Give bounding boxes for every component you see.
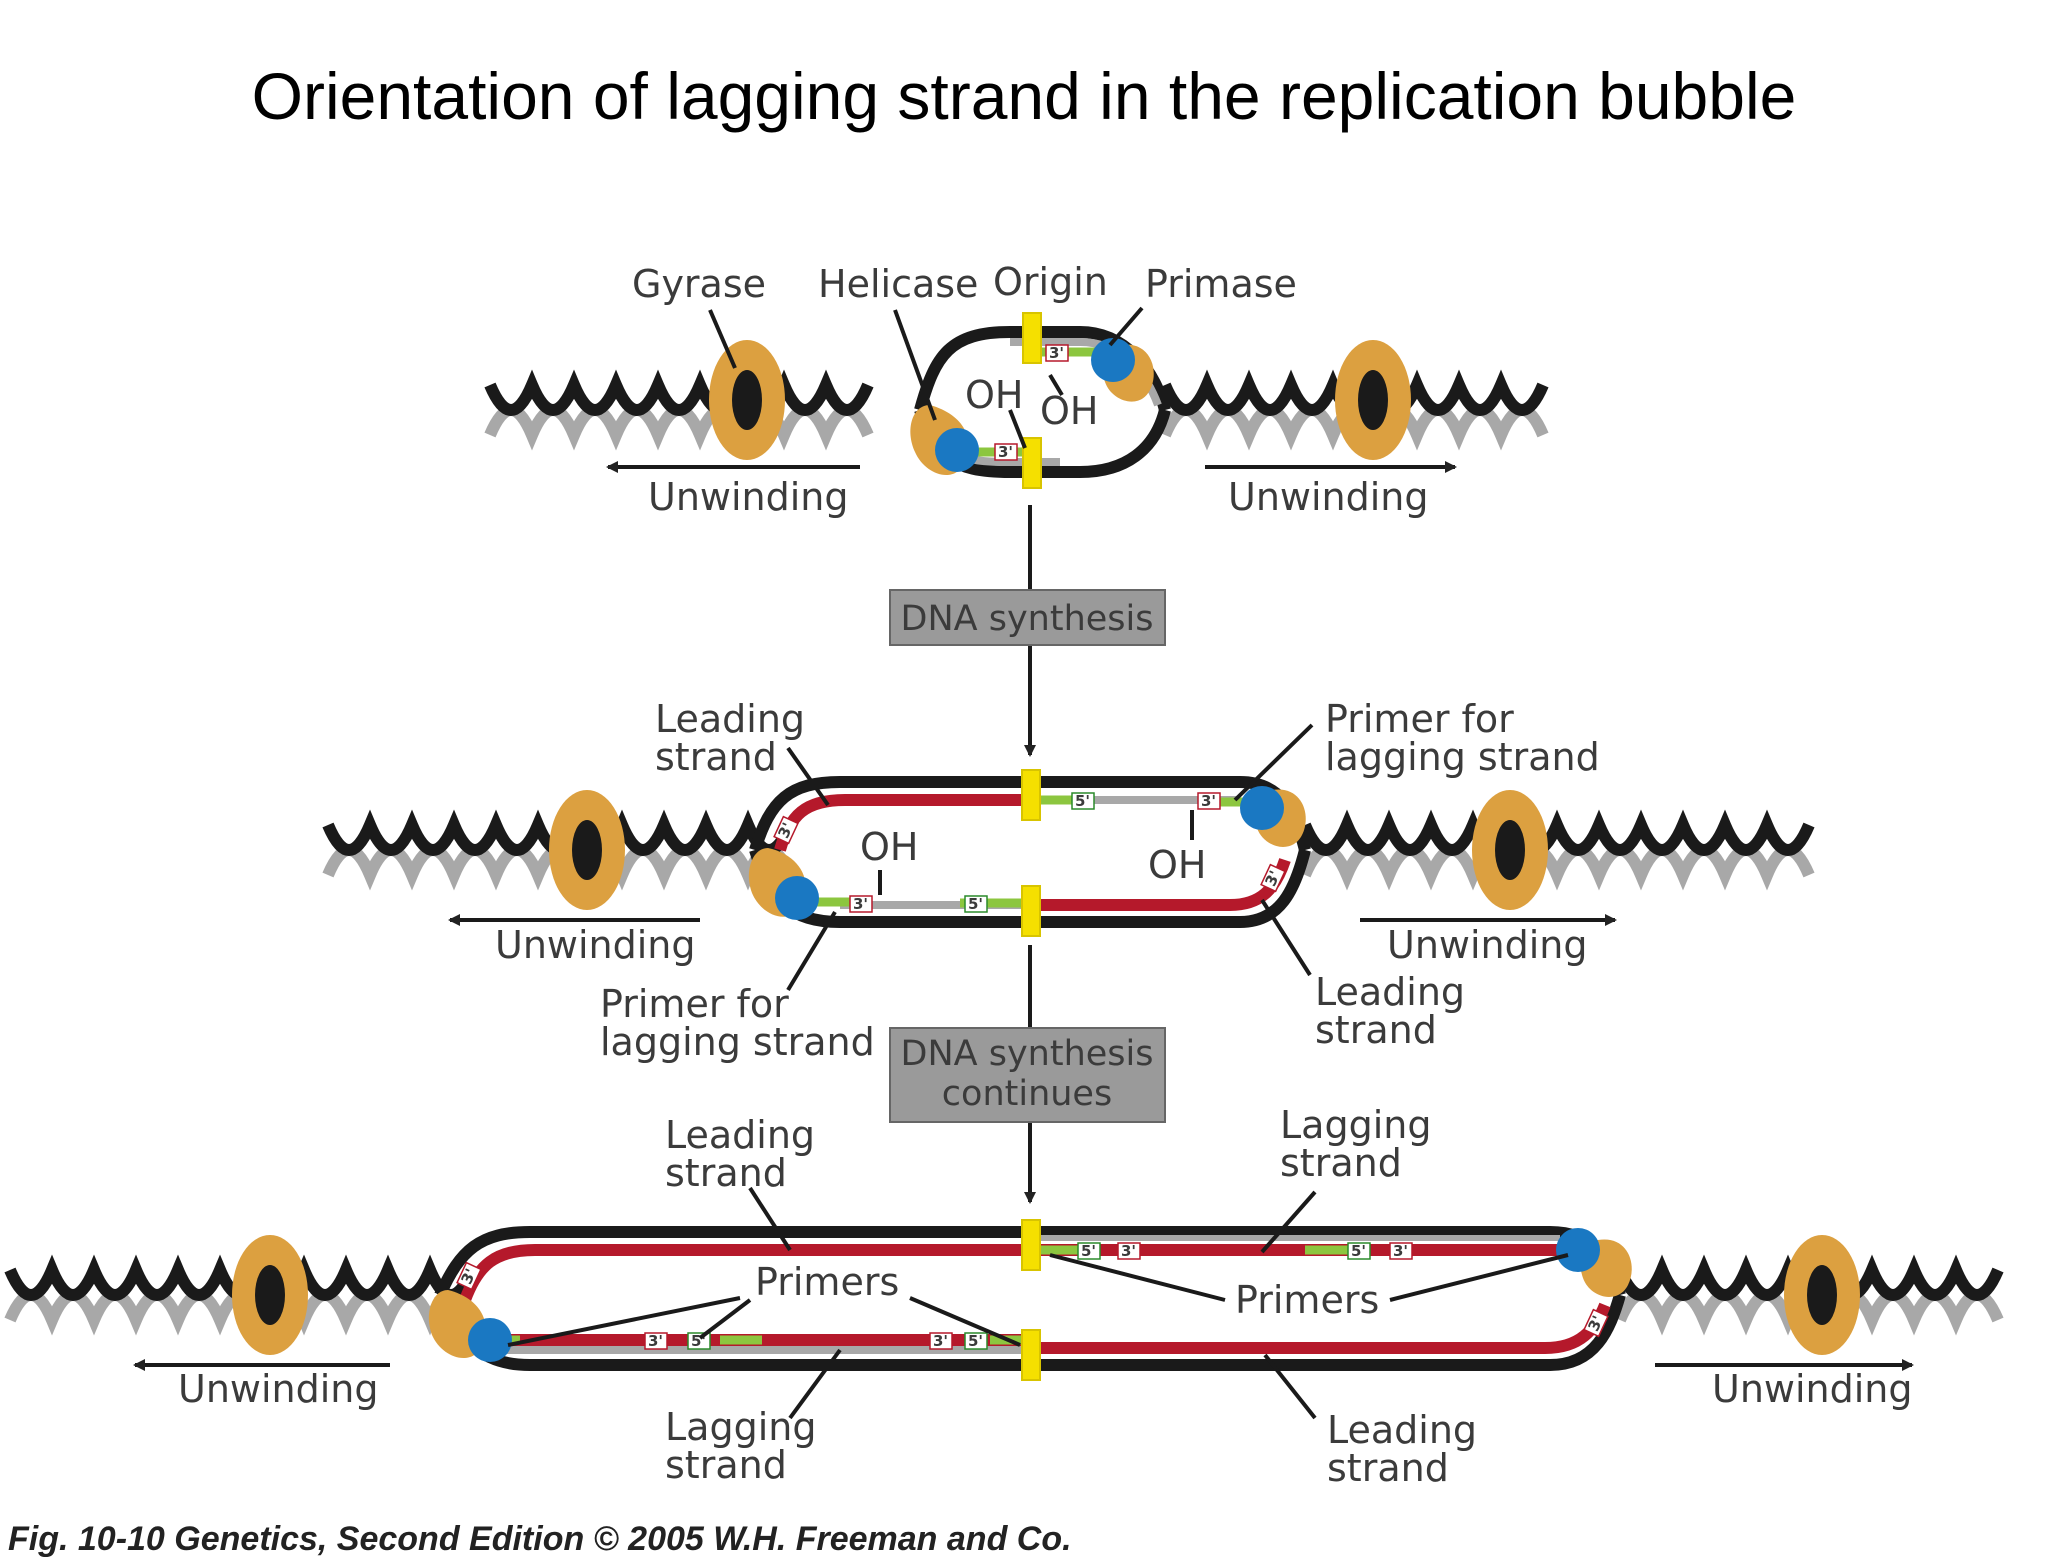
leader-lines-1 <box>708 306 1144 449</box>
leading-strand-label: strand <box>665 1151 787 1195</box>
svg-text:DNA synthesis: DNA synthesis <box>901 1034 1154 1074</box>
svg-text:3': 3' <box>648 1332 663 1350</box>
leading-strand-label: Leading <box>655 697 805 741</box>
gyrase-icon <box>232 1235 308 1355</box>
svg-text:5': 5' <box>968 895 983 913</box>
svg-text:3': 3' <box>998 443 1013 461</box>
primer-tag: 3' <box>1197 792 1221 810</box>
helicase-label: Helicase <box>818 262 978 306</box>
svg-text:5': 5' <box>1081 1242 1096 1260</box>
svg-text:3': 3' <box>1121 1242 1136 1260</box>
gyrase-icon <box>1472 790 1548 910</box>
primer-tag: 3' <box>1260 863 1286 893</box>
oh-label: OH <box>860 825 918 869</box>
origin-3 <box>1021 1219 1041 1381</box>
gyrase-icon <box>1335 340 1411 460</box>
helicase-icon <box>1240 786 1306 847</box>
oh-label: OH <box>965 373 1023 417</box>
helicase-icon <box>748 848 819 920</box>
svg-text:5': 5' <box>1351 1242 1366 1260</box>
lagging-strand-label: strand <box>665 1443 787 1487</box>
primer-tag: 3' <box>849 895 873 913</box>
leading-strand-label: Leading <box>665 1113 815 1157</box>
leader-lines-3 <box>507 1186 1569 1420</box>
primer-tag: 3' <box>994 443 1018 461</box>
gyrase-icon <box>549 790 625 910</box>
svg-text:3': 3' <box>1393 1242 1408 1260</box>
origin-1 <box>1022 312 1042 489</box>
panel-1: 3' 3' Gyrase Helicase Origin Primase OH … <box>484 260 1549 519</box>
svg-text:3': 3' <box>933 1332 948 1350</box>
primer-tag: 5' <box>1071 792 1095 810</box>
leading-strand-label: Leading <box>1315 970 1465 1014</box>
leading-strand-label: strand <box>655 735 777 779</box>
svg-text:3': 3' <box>774 820 797 841</box>
primer-tag: 3' <box>773 815 799 845</box>
primers-label: Primers <box>1235 1278 1379 1322</box>
svg-text:3': 3' <box>1049 344 1064 362</box>
svg-text:DNA synthesis: DNA synthesis <box>901 599 1154 639</box>
leading-strand-label: Leading <box>1327 1408 1477 1452</box>
helicase-icon <box>1556 1228 1632 1297</box>
helicase-icon <box>910 405 979 476</box>
oh-label: OH <box>1040 389 1098 433</box>
primer-for-lagging-label: lagging strand <box>600 1020 875 1064</box>
leading-strand-label: strand <box>1315 1008 1437 1052</box>
gyrase-icon <box>709 340 785 460</box>
svg-text:3': 3' <box>457 1266 480 1287</box>
unwinding-label: Unwinding <box>495 923 696 967</box>
primers-label: Primers <box>755 1260 899 1304</box>
lagging-strand-label: Lagging <box>1280 1103 1431 1147</box>
unwinding-label: Unwinding <box>1228 475 1429 519</box>
dna-synthesis-box: DNA synthesis <box>889 589 1166 646</box>
svg-text:3': 3' <box>1201 792 1216 810</box>
unwinding-label: Unwinding <box>1387 923 1588 967</box>
helix-right-2 <box>1299 809 1815 891</box>
primer-for-lagging-label: Primer for <box>600 982 789 1026</box>
origin-2 <box>1021 769 1041 937</box>
lagging-strand-label: Lagging <box>665 1405 816 1449</box>
unwinding-label: Unwinding <box>1712 1367 1913 1411</box>
panel-3: 5' 3' 5' 3' 3' 5' 3' 5' 3' 3' <box>4 1103 2004 1490</box>
unwinding-label: Unwinding <box>648 475 849 519</box>
lagging-strand-label: strand <box>1280 1141 1402 1185</box>
origin-label: Origin <box>993 260 1108 304</box>
figure-caption: Fig. 10-10 Genetics, Second Edition © 20… <box>8 1520 1072 1558</box>
helix-left-1 <box>484 369 874 451</box>
svg-text:5': 5' <box>968 1332 983 1350</box>
page-title: Orientation of lagging strand in the rep… <box>251 59 1797 133</box>
primase-label: Primase <box>1145 262 1297 306</box>
svg-text:3': 3' <box>1261 868 1284 889</box>
oh-label: OH <box>1148 843 1206 887</box>
gyrase-icon <box>1784 1235 1860 1355</box>
svg-text:continues: continues <box>942 1074 1112 1114</box>
primer-tag: 5' <box>964 895 988 913</box>
primer-tag: 3' <box>1045 344 1069 362</box>
dna-synthesis-continues-box: DNA synthesis continues <box>889 1027 1166 1123</box>
primer-for-lagging-label: lagging strand <box>1325 735 1600 779</box>
unwinding-label: Unwinding <box>178 1367 379 1411</box>
leader-lines-2 <box>786 723 1314 992</box>
helicase-icon <box>428 1290 512 1362</box>
leading-strand-label: strand <box>1327 1446 1449 1490</box>
svg-text:3': 3' <box>1584 1313 1607 1334</box>
svg-text:5': 5' <box>1075 792 1090 810</box>
panel-2: 5' 3' 5' 3' 3' 3' <box>322 697 1815 1064</box>
helicase-icon <box>1091 338 1154 402</box>
primer-tags-3: 5' 3' 5' 3' 3' 5' 3' 5' 3' 3' <box>456 1242 1609 1350</box>
primer-for-lagging-label: Primer for <box>1325 697 1514 741</box>
svg-text:3': 3' <box>853 895 868 913</box>
gyrase-label: Gyrase <box>632 262 766 306</box>
